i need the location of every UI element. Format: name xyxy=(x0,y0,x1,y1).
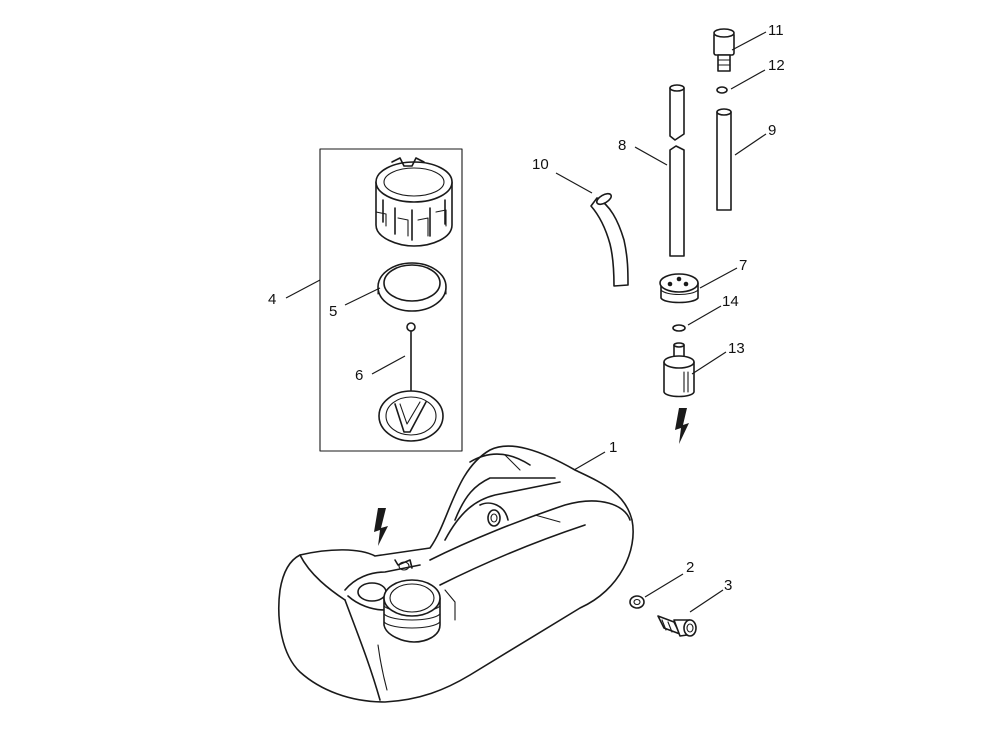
label-part-1: 1 xyxy=(609,439,617,456)
bent-hose xyxy=(590,192,629,287)
cap-gasket xyxy=(377,262,447,312)
label-part-4: 4 xyxy=(268,291,276,308)
fuel-pipe-center xyxy=(669,84,685,257)
part-numbers: 1 2 3 4 5 6 7 8 9 10 11 12 13 14 xyxy=(268,22,785,594)
o-ring xyxy=(672,324,686,332)
fuel-tank xyxy=(278,445,634,703)
fuel-pipe-right xyxy=(716,108,732,211)
fuel-filter xyxy=(663,342,695,398)
strainer-tether xyxy=(378,322,444,442)
label-part-7: 7 xyxy=(739,257,747,274)
label-part-13: 13 xyxy=(728,340,745,357)
insert-arrow-filter xyxy=(675,408,689,444)
label-part-6: 6 xyxy=(355,367,363,384)
label-part-5: 5 xyxy=(329,303,337,320)
label-part-11: 11 xyxy=(768,22,784,39)
drain-plug xyxy=(657,615,697,637)
label-part-2: 2 xyxy=(686,559,694,576)
label-part-3: 3 xyxy=(724,577,732,594)
cap-assembly-box xyxy=(319,148,463,452)
label-part-14: 14 xyxy=(722,293,739,310)
o-ring-small xyxy=(716,86,728,94)
grommet xyxy=(659,273,699,304)
fuel-fitting xyxy=(713,28,735,72)
label-part-12: 12 xyxy=(768,57,785,74)
fuel-cap xyxy=(375,157,453,247)
label-part-10: 10 xyxy=(532,156,549,173)
leader-lines xyxy=(285,31,767,613)
label-part-8: 8 xyxy=(618,137,626,154)
insert-arrow-tank xyxy=(374,508,388,546)
label-part-9: 9 xyxy=(768,122,776,139)
washer xyxy=(629,595,645,609)
